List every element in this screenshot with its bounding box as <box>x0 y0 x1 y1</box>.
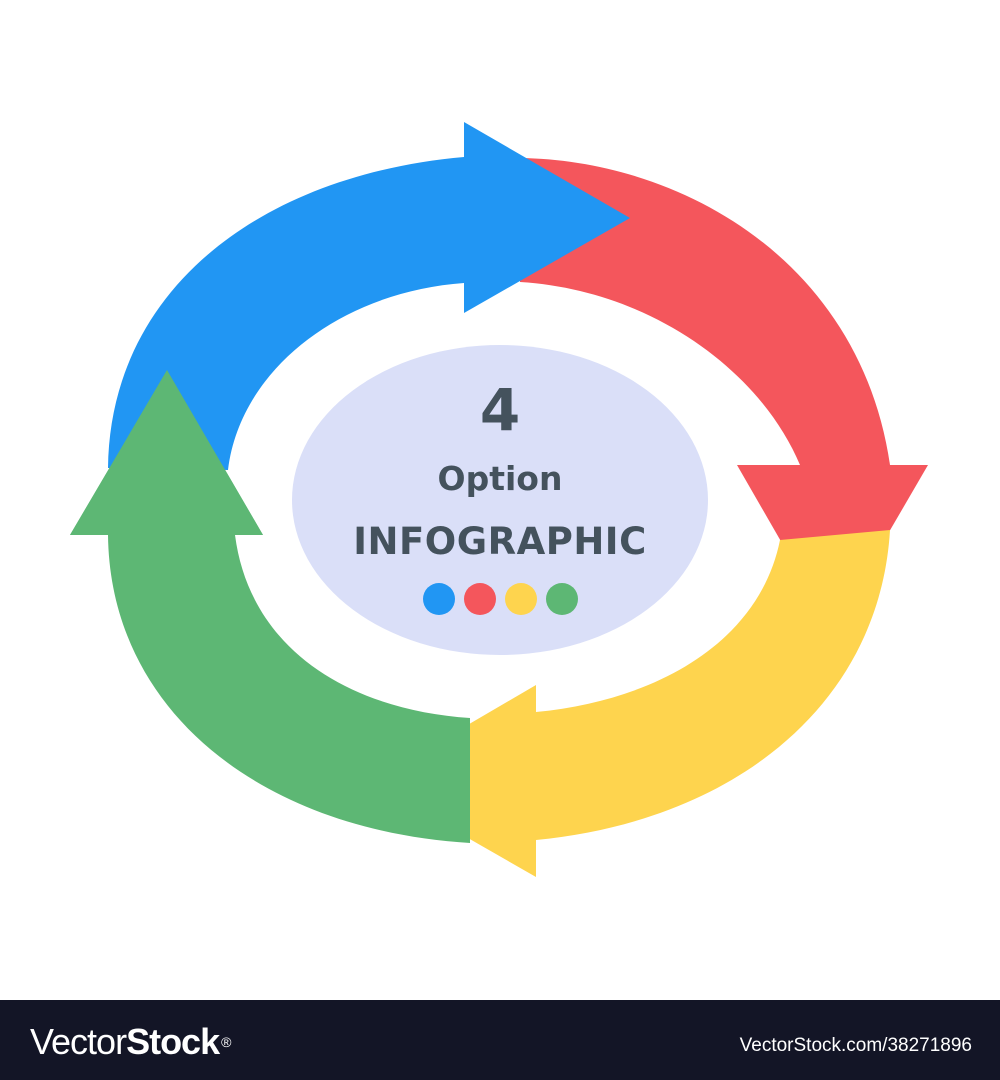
arrow-right-icon <box>108 122 630 470</box>
brand-logo: VectorStock® <box>30 1020 231 1064</box>
dot-red <box>463 583 496 615</box>
brand-bold: Stock <box>126 1021 220 1062</box>
watermark-footer: VectorStock® VectorStock.com/38271896 <box>0 1000 1000 1080</box>
dot-blue <box>422 583 455 615</box>
title-line-1: Option <box>437 459 563 498</box>
brand-light: Vector <box>30 1021 127 1062</box>
registered-mark: ® <box>221 1034 231 1050</box>
arrow-up-head <box>70 370 263 535</box>
dot-yellow <box>504 583 537 615</box>
cycle-diagram <box>70 122 928 877</box>
title-line-2: INFOGRAPHIC <box>353 520 647 563</box>
option-count: 4 <box>479 376 521 444</box>
dot-green <box>545 583 578 615</box>
color-dots <box>292 583 708 615</box>
center-ellipse <box>292 345 708 655</box>
image-reference: VectorStock.com/38271896 <box>739 1035 972 1056</box>
center-label: 4 Option INFOGRAPHIC <box>292 345 708 655</box>
